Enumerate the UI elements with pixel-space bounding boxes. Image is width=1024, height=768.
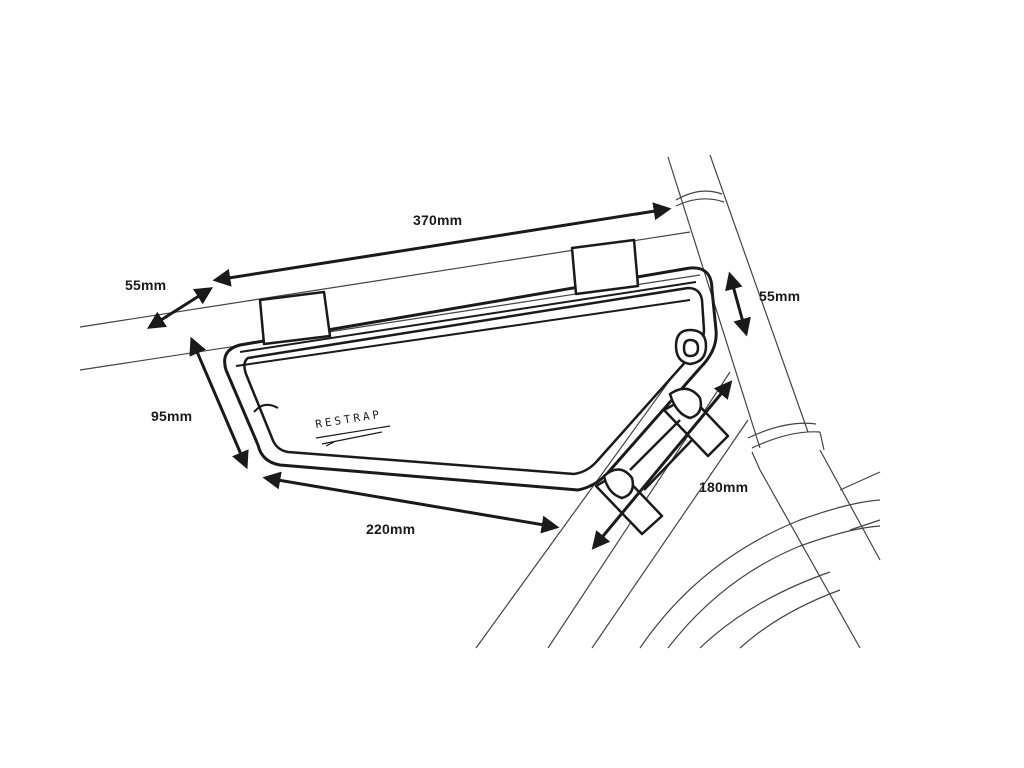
arrow-height-rear [189,336,249,470]
fork-crown [747,422,825,471]
arrow-width-rear [725,271,751,337]
label-down-tube-length: 180mm [699,479,749,495]
arrow-top-length [212,202,672,287]
strap-ring-inner [682,338,700,358]
down-strap-connector-1 [629,419,681,471]
headset-top [675,190,725,207]
bag-zipper-line [235,299,691,367]
fork-blade-left [759,469,861,649]
label-bottom-length: 220mm [366,521,416,537]
brand-text: RESTRAP [314,408,383,431]
label-top-length: 370mm [413,212,463,228]
bike-frame [79,154,881,649]
wheel-rim-inner [739,589,841,649]
brand-logo: RESTRAP [314,408,383,431]
arrow-width-front [146,287,214,329]
label-height-rear: 95mm [151,408,193,424]
label-width-rear: 55mm [759,288,801,304]
strap-front [570,238,640,296]
wheel-tire-inner [667,525,881,649]
arrow-bottom-length [262,471,560,534]
label-width-front: 55mm [125,277,167,293]
brand-underline [315,425,391,439]
arrow-down-tube-length [591,380,733,550]
wheel-rim [699,571,831,649]
fender-line-2 [849,519,881,531]
bag-panel-top [239,281,697,353]
brand-needle [321,431,383,447]
strap-rear [258,290,332,346]
bag-handle-curve [253,403,279,413]
head-tube-right-edge [709,154,809,433]
top-tube-straps [258,238,640,346]
head-tube-strap [674,328,708,366]
wheel-tire-outer [639,499,881,649]
fender-line-1 [839,471,881,491]
dimension-arrows [146,202,751,550]
